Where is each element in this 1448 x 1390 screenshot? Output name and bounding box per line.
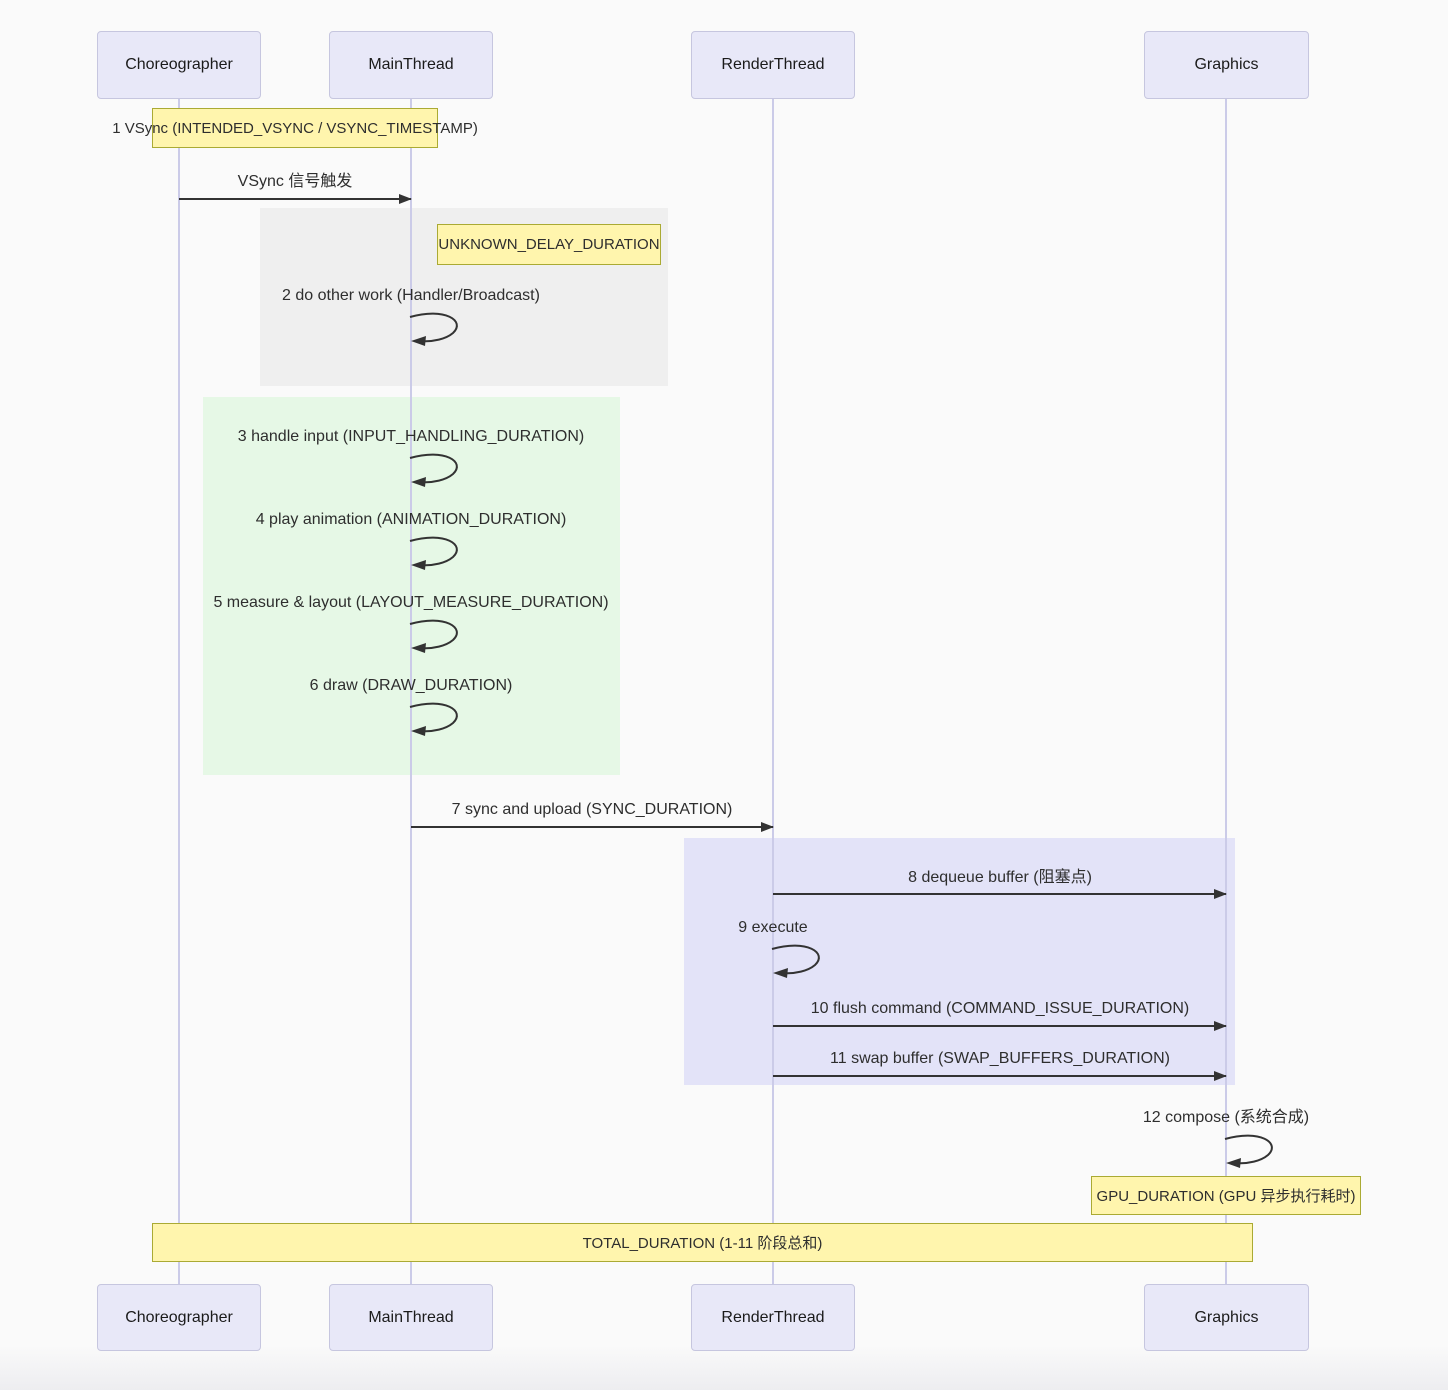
self-loop-arrow-draw xyxy=(409,702,458,736)
message-label-compose: 12 compose (系统合成) xyxy=(1142,1109,1310,1126)
actor-bottom-mainthread: MainThread xyxy=(329,1284,493,1351)
lifeline-renderthread xyxy=(772,99,774,1284)
message-label-handle-input: 3 handle input (INPUT_HANDLING_DURATION) xyxy=(237,428,585,445)
message-label-do-other-work: 2 do other work (Handler/Broadcast) xyxy=(282,287,540,304)
note-total-duration: TOTAL_DURATION (1-11 阶段总和) xyxy=(152,1223,1253,1262)
message-label-execute: 9 execute xyxy=(738,919,808,936)
message-label-swap-buffer: 11 swap buffer (SWAP_BUFFERS_DURATION) xyxy=(830,1050,1170,1067)
lifeline-choreographer xyxy=(178,99,180,1284)
self-loop-arrow-play-animation xyxy=(409,536,458,570)
message-label-sync-upload: 7 sync and upload (SYNC_DURATION) xyxy=(451,801,733,818)
actor-label: RenderThread xyxy=(721,56,825,73)
message-arrow-swap-buffer xyxy=(773,1070,1227,1081)
lifeline-graphics xyxy=(1225,99,1227,1284)
message-arrow-sync-upload xyxy=(411,821,774,832)
actor-label: Choreographer xyxy=(125,1308,233,1326)
note-gpu-duration: GPU_DURATION (GPU 异步执行耗时) xyxy=(1091,1176,1361,1215)
self-loop-arrow-handle-input xyxy=(409,453,458,487)
actor-label: Graphics xyxy=(1194,1308,1259,1326)
actor-label: MainThread xyxy=(368,56,454,73)
self-loop-arrow-execute xyxy=(771,944,820,978)
message-label-flush-command: 10 flush command (COMMAND_ISSUE_DURATION… xyxy=(810,1000,1190,1017)
note-unknown-delay: UNKNOWN_DELAY_DURATION xyxy=(437,224,661,265)
message-label-play-animation: 4 play animation (ANIMATION_DURATION) xyxy=(255,511,567,528)
actor-top-renderthread: RenderThread xyxy=(691,31,855,99)
message-arrow-dequeue-buffer xyxy=(773,888,1227,899)
actor-top-graphics: Graphics xyxy=(1144,31,1309,99)
message-label-measure-layout: 5 measure & layout (LAYOUT_MEASURE_DURAT… xyxy=(213,594,609,611)
note-gpu-duration-text: GPU_DURATION (GPU 异步执行耗时) xyxy=(1096,1188,1356,1205)
actor-label: Graphics xyxy=(1194,56,1259,73)
actor-top-choreographer: Choreographer xyxy=(97,31,261,99)
actor-bottom-graphics: Graphics xyxy=(1144,1284,1309,1351)
self-loop-arrow-do-other-work xyxy=(409,312,458,346)
self-loop-arrow-compose xyxy=(1224,1134,1273,1168)
actor-label: RenderThread xyxy=(721,1308,825,1326)
message-label-vsync-trigger: VSync 信号触发 xyxy=(237,173,353,190)
message-arrow-flush-command xyxy=(773,1020,1227,1031)
message-label-dequeue-buffer: 8 dequeue buffer (阻塞点) xyxy=(908,869,1092,886)
lifeline-mainthread xyxy=(410,99,412,1284)
self-loop-arrow-measure-layout xyxy=(409,619,458,653)
actor-bottom-choreographer: Choreographer xyxy=(97,1284,261,1351)
note-unknown-delay-text: UNKNOWN_DELAY_DURATION xyxy=(438,236,660,253)
highlight-block-ui-phases xyxy=(203,397,620,775)
actor-top-mainthread: MainThread xyxy=(329,31,493,99)
actor-label: Choreographer xyxy=(125,56,233,73)
message-label-draw: 6 draw (DRAW_DURATION) xyxy=(309,677,513,694)
message-arrow-vsync-trigger xyxy=(179,193,412,204)
actor-bottom-renderthread: RenderThread xyxy=(691,1284,855,1351)
note-total-duration-text: TOTAL_DURATION (1-11 阶段总和) xyxy=(582,1235,823,1252)
actor-label: MainThread xyxy=(368,1308,454,1326)
highlight-block-render-phases xyxy=(684,838,1235,1085)
note-vsync-text: 1 VSync (INTENDED_VSYNC / VSYNC_TIMESTAM… xyxy=(112,119,478,137)
note-vsync: 1 VSync (INTENDED_VSYNC / VSYNC_TIMESTAM… xyxy=(112,108,478,148)
